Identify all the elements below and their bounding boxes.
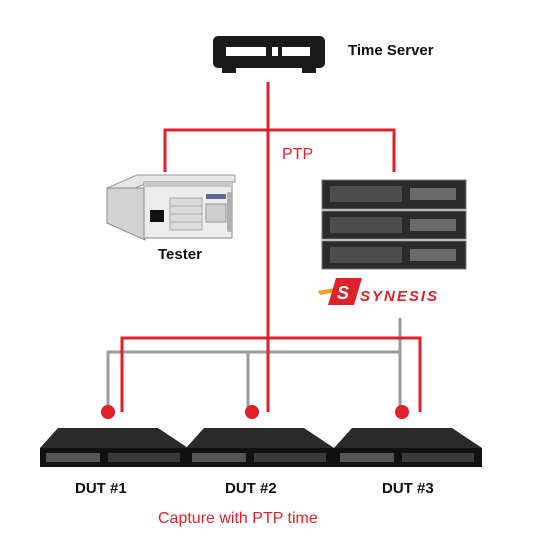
ptp-links [120, 82, 422, 412]
ptp-link-duts [120, 336, 422, 412]
dut1-port-dot [101, 405, 115, 419]
diagram-caption: Capture with PTP time [158, 510, 318, 527]
tester-label: Tester [158, 246, 202, 263]
time-server-icon [213, 36, 325, 73]
dut-server-icon [334, 428, 482, 467]
synesis-brand-label: SYNESIS [360, 288, 440, 305]
synesis-rack-icon [321, 179, 467, 270]
dut2-label: DUT #2 [225, 480, 277, 497]
dut-server-icon [186, 428, 334, 467]
dut1-label: DUT #1 [75, 480, 127, 497]
tester-chassis-icon [105, 174, 236, 241]
port-dots [101, 405, 409, 419]
ptp-link-tester-synesis [163, 128, 396, 172]
capture-links [106, 318, 402, 412]
ptp-link-label: PTP [282, 146, 314, 163]
dut-server-icon [40, 428, 188, 467]
time-server-label: Time Server [348, 42, 434, 59]
synesis-logo-icon: S [318, 278, 362, 305]
dut3-label: DUT #3 [382, 480, 434, 497]
svg-text:S: S [337, 283, 349, 303]
capture-link-main [106, 318, 402, 412]
dut2-port-dot [245, 405, 259, 419]
dut3-port-dot [395, 405, 409, 419]
